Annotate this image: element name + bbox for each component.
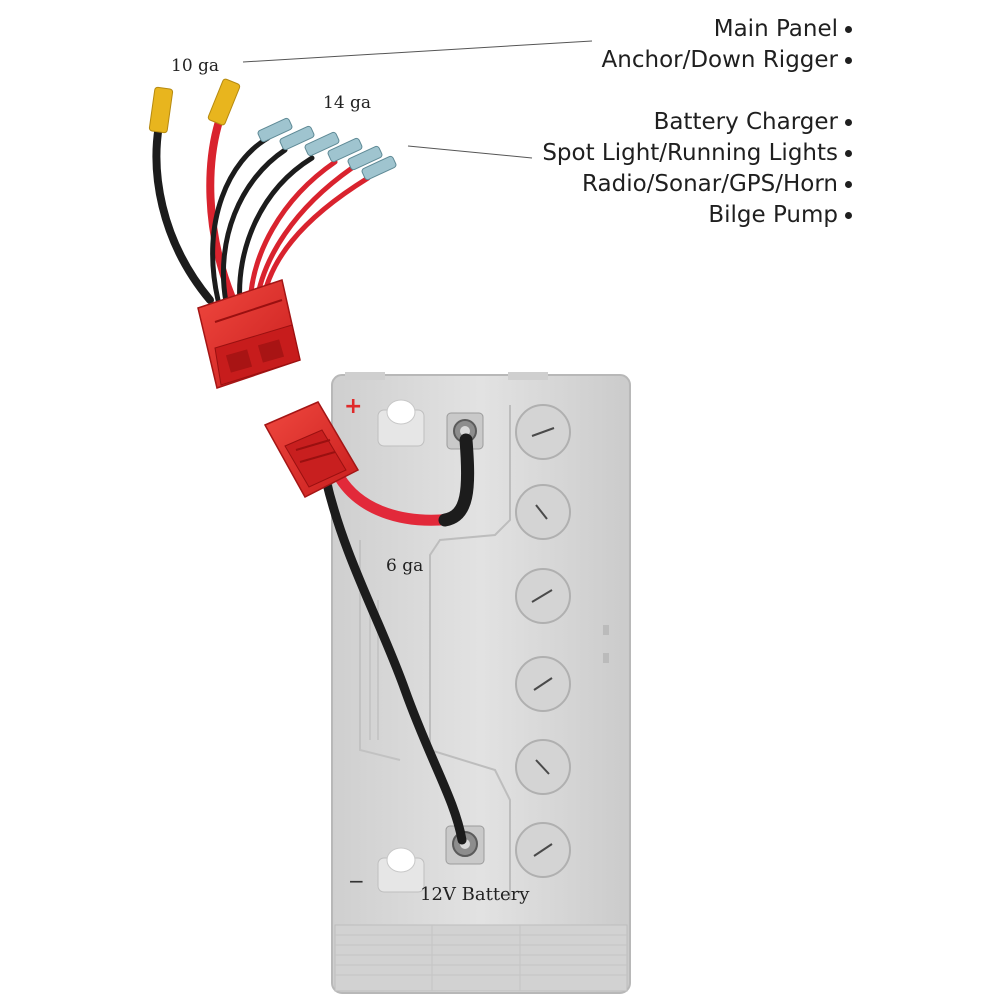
negative-bolt (445, 825, 485, 865)
circuit-label: Main Panel (713, 16, 838, 42)
battery-cable-positive (334, 433, 475, 527)
circuit-label: Battery Charger (653, 109, 838, 135)
yellow-ferrules (148, 78, 241, 134)
bullet-icon (845, 181, 852, 188)
battery-cable-negative (321, 475, 467, 845)
bullet-icon (845, 57, 852, 64)
negative-symbol: − (348, 869, 365, 893)
positive-symbol: + (344, 394, 362, 419)
circuit-item: Main Panel (542, 14, 852, 45)
positive-post (377, 399, 425, 447)
harness-connector (197, 279, 301, 389)
battery-connector (263, 401, 360, 498)
leader-lines (242, 40, 593, 159)
negative-post (377, 847, 425, 893)
bullet-icon (845, 150, 852, 157)
circuit-label: Spot Light/Running Lights (542, 140, 838, 166)
circuit-item: Spot Light/Running Lights (542, 138, 852, 169)
gauge-label-6ga: 6 ga (386, 556, 424, 576)
circuit-label: Anchor/Down Rigger (601, 47, 838, 73)
circuit-label: Bilge Pump (708, 202, 838, 228)
harness-wires (152, 108, 371, 309)
gauge-label-14ga: 14 ga (323, 93, 372, 113)
blue-ferrules (257, 117, 397, 181)
gauge-label-10ga: 10 ga (171, 56, 220, 76)
circuit-item: Radio/Sonar/GPS/Horn (542, 169, 852, 200)
circuit-item: Bilge Pump (542, 200, 852, 231)
circuit-list: Main Panel Anchor/Down Rigger Battery Ch… (542, 14, 852, 231)
circuit-label: Radio/Sonar/GPS/Horn (582, 171, 838, 197)
vent-cap-slots (531, 427, 555, 857)
battery-label: 12V Battery (420, 884, 530, 905)
circuit-item: Battery Charger (542, 107, 852, 138)
bullet-icon (845, 212, 852, 219)
bullet-icon (845, 26, 852, 33)
bullet-icon (845, 119, 852, 126)
circuit-item: Anchor/Down Rigger (542, 45, 852, 76)
